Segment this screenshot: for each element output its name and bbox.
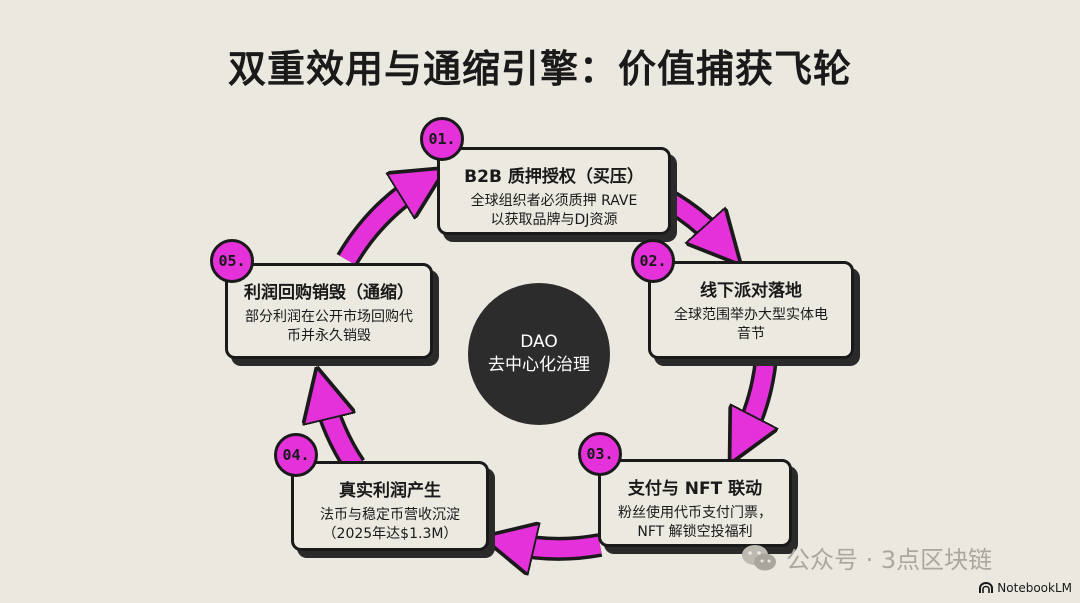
step-desc-line1: 全球范围举办大型实体电	[674, 307, 828, 323]
watermark: 公众号 · 3点区块链	[740, 540, 992, 575]
notebooklm-logo-icon	[979, 582, 994, 593]
step-title: 利润回购销毁（通缩）	[244, 283, 414, 303]
wechat-icon	[742, 544, 776, 570]
center-hub: DAO 去中心化治理	[468, 283, 610, 425]
step-desc-line2: （2025年达$1.3M）	[322, 526, 458, 542]
arrow-2-to-3	[742, 357, 766, 440]
hub-label-governance: 去中心化治理	[488, 355, 590, 375]
step-badge-02: 02.	[631, 239, 675, 283]
step-badge-03: 03.	[578, 432, 622, 476]
step-card-03: 支付与 NFT 联动 粉丝使用代币支付门票， NFT 解锁空投福利	[598, 459, 792, 547]
step-title: B2B 质押授权（买压）	[464, 167, 644, 187]
page-title: 双重效用与通缩引擎：价值捕获飞轮	[227, 47, 852, 91]
step-desc-line1: 部分利润在公开市场回购代	[245, 309, 413, 325]
arrow-4-to-5	[323, 393, 363, 471]
step-desc-line1: 粉丝使用代币支付门票，	[618, 505, 772, 521]
step-desc-line1: 全球组织者必须质押 RAVE	[470, 193, 638, 209]
brand-text: NotebookLM	[997, 581, 1072, 595]
step-badge-01: 01.	[420, 117, 464, 161]
step-desc-line2: 音节	[737, 326, 765, 342]
step-title: 真实利润产生	[339, 481, 441, 501]
hub-label-dao: DAO	[520, 332, 558, 352]
step-badge-04: 04.	[274, 433, 318, 477]
step-desc-line2: 以获取品牌与DJ资源	[490, 212, 618, 228]
step-title: 线下派对落地	[700, 281, 802, 301]
step-badge-05: 05.	[210, 239, 254, 283]
arrow-5-to-1	[339, 182, 423, 265]
step-card-05: 利润回购销毁（通缩） 部分利润在公开市场回购代 币并永久销毁	[225, 263, 433, 359]
step-title: 支付与 NFT 联动	[627, 479, 763, 499]
step-card-04: 真实利润产生 法币与稳定币营收沉淀 （2025年达$1.3M）	[291, 461, 489, 551]
step-desc-line2: 币并永久销毁	[287, 328, 371, 344]
notebooklm-brand: NotebookLM	[979, 581, 1072, 595]
step-card-02: 线下派对落地 全球范围举办大型实体电 音节	[648, 261, 854, 359]
step-desc-line2: NFT 解锁空投福利	[637, 524, 753, 540]
arrow-3-to-4	[508, 543, 602, 549]
step-card-01: B2B 质押授权（买压） 全球组织者必须质押 RAVE 以获取品牌与DJ资源	[437, 147, 671, 235]
step-desc-line1: 法币与稳定币营收沉淀	[320, 507, 460, 523]
watermark-text: 公众号 · 3点区块链	[786, 546, 993, 574]
